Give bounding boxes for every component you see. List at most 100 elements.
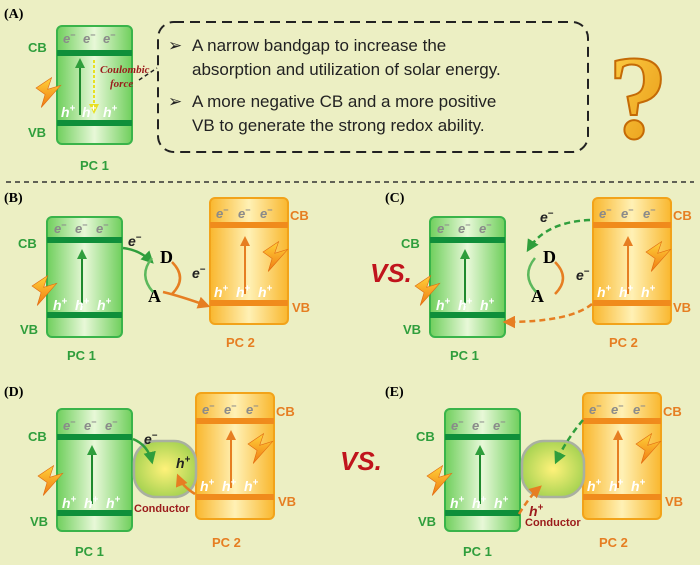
light-bolt-icon [31,274,58,306]
valence-band-bar [430,312,505,318]
conduction-band-bar [47,237,122,243]
bullet-1-line-2: absorption and utilization of solar ener… [192,60,501,79]
bullet-icon: ➢ [168,92,182,111]
donor-label: D [543,247,556,267]
panel-e-tag: (E) [385,385,404,400]
vb-label-pc1: VB [20,322,38,337]
hole-transfer-arrow [502,303,593,329]
valence-band-bar [210,300,288,306]
hole-transfer-arrow [162,290,211,309]
cb-label-pc2: CB [663,404,682,419]
vs-label: VS. [370,258,412,288]
conduction-band-bar [430,237,505,243]
pc1-label: PC 1 [75,544,104,559]
redox-cycle-arrow [554,261,565,295]
electron-transfer-arrow [526,218,591,253]
valence-band-bar [583,494,661,500]
pc2-label: PC 2 [599,535,628,550]
light-bolt-icon [635,432,662,464]
pc2-label: PC 2 [226,335,255,350]
panel-a: (A) CB VB PC 1 Coulombic force ➢ A narro… [4,7,669,173]
panel-c: (C) CB VB PC 1 CB VB PC 2 D A [385,191,692,363]
panel-b-tag: (B) [4,191,23,206]
light-bolt-icon [37,464,64,496]
panel-d-tag: (D) [4,385,24,400]
valence-band-bar [196,494,274,500]
bullet-2-line-2: VB to generate the strong redox ability. [192,116,485,135]
conductor-mediator [520,439,586,499]
electron-symbol: e− [128,232,142,249]
conduction-band-bar [583,418,661,424]
electron-transfer-arrow [122,246,154,264]
cb-label-pc2: CB [290,208,309,223]
redox-cycle-arrow [171,261,182,295]
coulombic-label-1: Coulombic [100,64,150,76]
light-bolt-icon [262,240,289,272]
bullet-icon: ➢ [168,36,182,55]
cb-label-pc2: CB [673,208,692,223]
electron-symbol: e− [192,264,206,281]
redox-cycle-arrow [144,257,154,293]
cb-label-pc1: CB [401,236,420,251]
conduction-band-bar [445,434,520,440]
light-bolt-icon [414,274,441,306]
conduction-band-bar [57,50,132,56]
pc2-label: PC 2 [609,335,638,350]
valence-band-bar [593,300,671,306]
conduction-band-bar [210,222,288,228]
callout-connector [138,67,158,81]
cb-label-pc1: CB [18,236,37,251]
electron-symbol: e− [576,266,590,283]
valence-band-bar [57,510,132,516]
pc1-label: PC 1 [67,348,96,363]
vb-label-pc1: VB [403,322,421,337]
conduction-band-bar [196,418,274,424]
conductor-label: Conductor [525,517,581,529]
valence-band-bar [57,120,132,126]
panel-c-tag: (C) [385,191,405,206]
pc-label: PC 1 [80,158,109,173]
vb-label-pc2: VB [292,300,310,315]
hole-transfer-arrow [517,485,542,515]
light-bolt-icon [645,240,672,272]
donor-label: D [160,247,173,267]
hole-transfer-arrow [175,473,196,496]
electron-transfer-arrow [554,419,584,465]
valence-band-bar [47,312,122,318]
vb-label-pc1: VB [418,514,436,529]
light-bolt-icon [247,432,274,464]
question-mark-icon: ? [608,31,668,164]
pc2-box [592,197,672,325]
requirements-callout [157,21,589,153]
electron-symbol: e− [540,208,554,225]
light-bolt-icon [426,464,453,496]
cb-label: CB [28,40,47,55]
panel-a-tag: (A) [4,7,24,22]
generated-marks: e−e−e−h+h+h+e−e−e−h+h+h+e−e−e−h+h+h+e−e−… [31,30,672,519]
pc1-label: PC 1 [463,544,492,559]
electron-transfer-arrow [132,437,156,465]
panel-e: (E) CB VB PC 1 CB VB PC 2 Conductor [385,385,683,559]
vb-label-pc2: VB [673,300,691,315]
conductor-label: Conductor [134,503,190,515]
cb-label-pc1: CB [28,429,47,444]
pc1-label: PC 1 [450,348,479,363]
cb-label-pc1: CB [416,429,435,444]
vb-label: VB [28,125,46,140]
light-bolt-icon [35,76,62,108]
coulombic-label-2: force [110,78,133,90]
vb-label-pc1: VB [30,514,48,529]
vb-label-pc2: VB [278,494,296,509]
redox-cycle-arrow [527,257,537,293]
conduction-band-bar [593,222,671,228]
bullet-2-line-1: A more negative CB and a more positive [192,92,496,111]
panel-b: (B) CB VB PC 1 CB VB PC 2 D A VS. [4,191,412,363]
cb-label-pc2: CB [276,404,295,419]
pc2-label: PC 2 [212,535,241,550]
vs-label: VS. [340,446,382,476]
panel-d: (D) CB VB PC 1 CB VB PC 2 Conductor VS. [4,385,382,559]
pc2-box [209,197,289,325]
valence-band-bar [445,510,520,516]
vb-label-pc2: VB [665,494,683,509]
